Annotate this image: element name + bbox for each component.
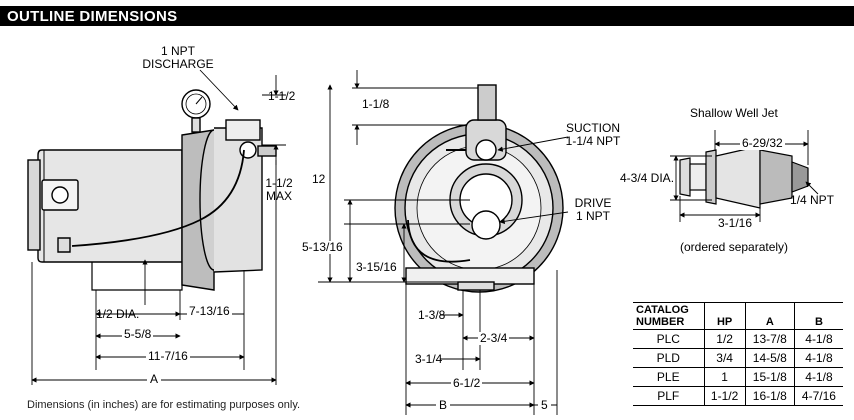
cell-a: 16-1/8 xyxy=(744,386,795,406)
dim-3-1-16: 3-1/16 xyxy=(718,216,753,230)
section-title: OUTLINE DIMENSIONS xyxy=(7,8,178,25)
dim-11-7-16: 11-7/16 xyxy=(146,349,190,363)
cell-b: 4-7/16 xyxy=(793,386,843,406)
discharge-label: 1 NPT DISCHARGE xyxy=(128,45,228,71)
cell-a: 14-5/8 xyxy=(744,348,795,368)
col-hp: HP xyxy=(703,302,746,330)
cell-b: 4-1/8 xyxy=(793,367,843,387)
cell-a: 15-1/8 xyxy=(744,367,795,387)
col-b: B xyxy=(793,302,843,330)
dim-5-5-8: 5-5/8 xyxy=(122,327,154,341)
dim-3-1-4: 3-1/4 xyxy=(415,352,443,366)
dim-6-1-2: 6-1/2 xyxy=(451,376,483,390)
catalog-table: CATALOG NUMBER HP A B PLC 1/2 13-7/8 4-1… xyxy=(633,302,843,406)
dim-7-13-16: 7-13/16 xyxy=(187,304,232,318)
dim-half-dia: 1/2 DIA. xyxy=(96,307,140,321)
table-row: PLE 1 15-1/8 4-1/8 xyxy=(633,367,843,387)
cell-a: 13-7/8 xyxy=(744,329,795,349)
jet-note: (ordered separately) xyxy=(680,240,789,254)
cell-b: 4-1/8 xyxy=(793,329,843,349)
jet-title: Shallow Well Jet xyxy=(690,106,778,120)
dim-5: 5 xyxy=(538,399,551,412)
table-row: PLF 1-1/2 16-1/8 4-7/16 xyxy=(633,386,843,406)
dim-1-3-8: 1-3/8 xyxy=(418,308,446,322)
dim-1-1-2-max: 1-1/2 MAX xyxy=(265,176,293,203)
table-row: PLD 3/4 14-5/8 4-1/8 xyxy=(633,348,843,368)
cell-hp: 1/2 xyxy=(703,329,746,349)
dim-1-1-8: 1-1/8 xyxy=(362,97,390,111)
cell-hp: 3/4 xyxy=(703,348,746,368)
dim-2-3-4: 2-3/4 xyxy=(478,331,510,345)
cell-catalog: PLD xyxy=(633,348,705,368)
dim-b: B xyxy=(436,399,451,412)
jet-drawing xyxy=(679,145,809,209)
table-header-row: CATALOG NUMBER HP A B xyxy=(633,302,843,330)
cell-hp: 1-1/2 xyxy=(703,386,746,406)
cell-b: 4-1/8 xyxy=(793,348,843,368)
col-catalog-number: CATALOG NUMBER xyxy=(633,302,705,330)
cell-catalog: PLE xyxy=(633,367,705,387)
dim-1-1-2: 1-1/2 xyxy=(268,89,296,103)
suction-label: SUCTION 1-1/4 NPT xyxy=(565,121,621,148)
drive-label: DRIVE 1 NPT xyxy=(574,196,612,223)
side-view-drawing xyxy=(27,89,277,291)
dim-3-15-16: 3-15/16 xyxy=(356,260,397,274)
dim-5-13-16: 5-13/16 xyxy=(302,240,343,254)
table-row: PLC 1/2 13-7/8 4-1/8 xyxy=(633,329,843,349)
cell-catalog: PLF xyxy=(633,386,705,406)
dim-a: A xyxy=(147,373,162,386)
front-view-drawing xyxy=(394,84,564,293)
discharge-label-text: 1 NPT DISCHARGE xyxy=(142,44,214,71)
cell-hp: 1 xyxy=(703,367,746,387)
dim-1-4-npt: 1/4 NPT xyxy=(790,193,835,207)
col-a: A xyxy=(744,302,795,330)
section-header: OUTLINE DIMENSIONS xyxy=(0,6,854,26)
footnote: Dimensions (in inches) are for estimatin… xyxy=(27,399,301,411)
cell-catalog: PLC xyxy=(633,329,705,349)
dim-6-29-32: 6-29/32 xyxy=(740,136,785,150)
dim-12: 12 xyxy=(312,172,326,186)
dim-4-3-4-dia: 4-3/4 DIA. xyxy=(620,171,675,185)
